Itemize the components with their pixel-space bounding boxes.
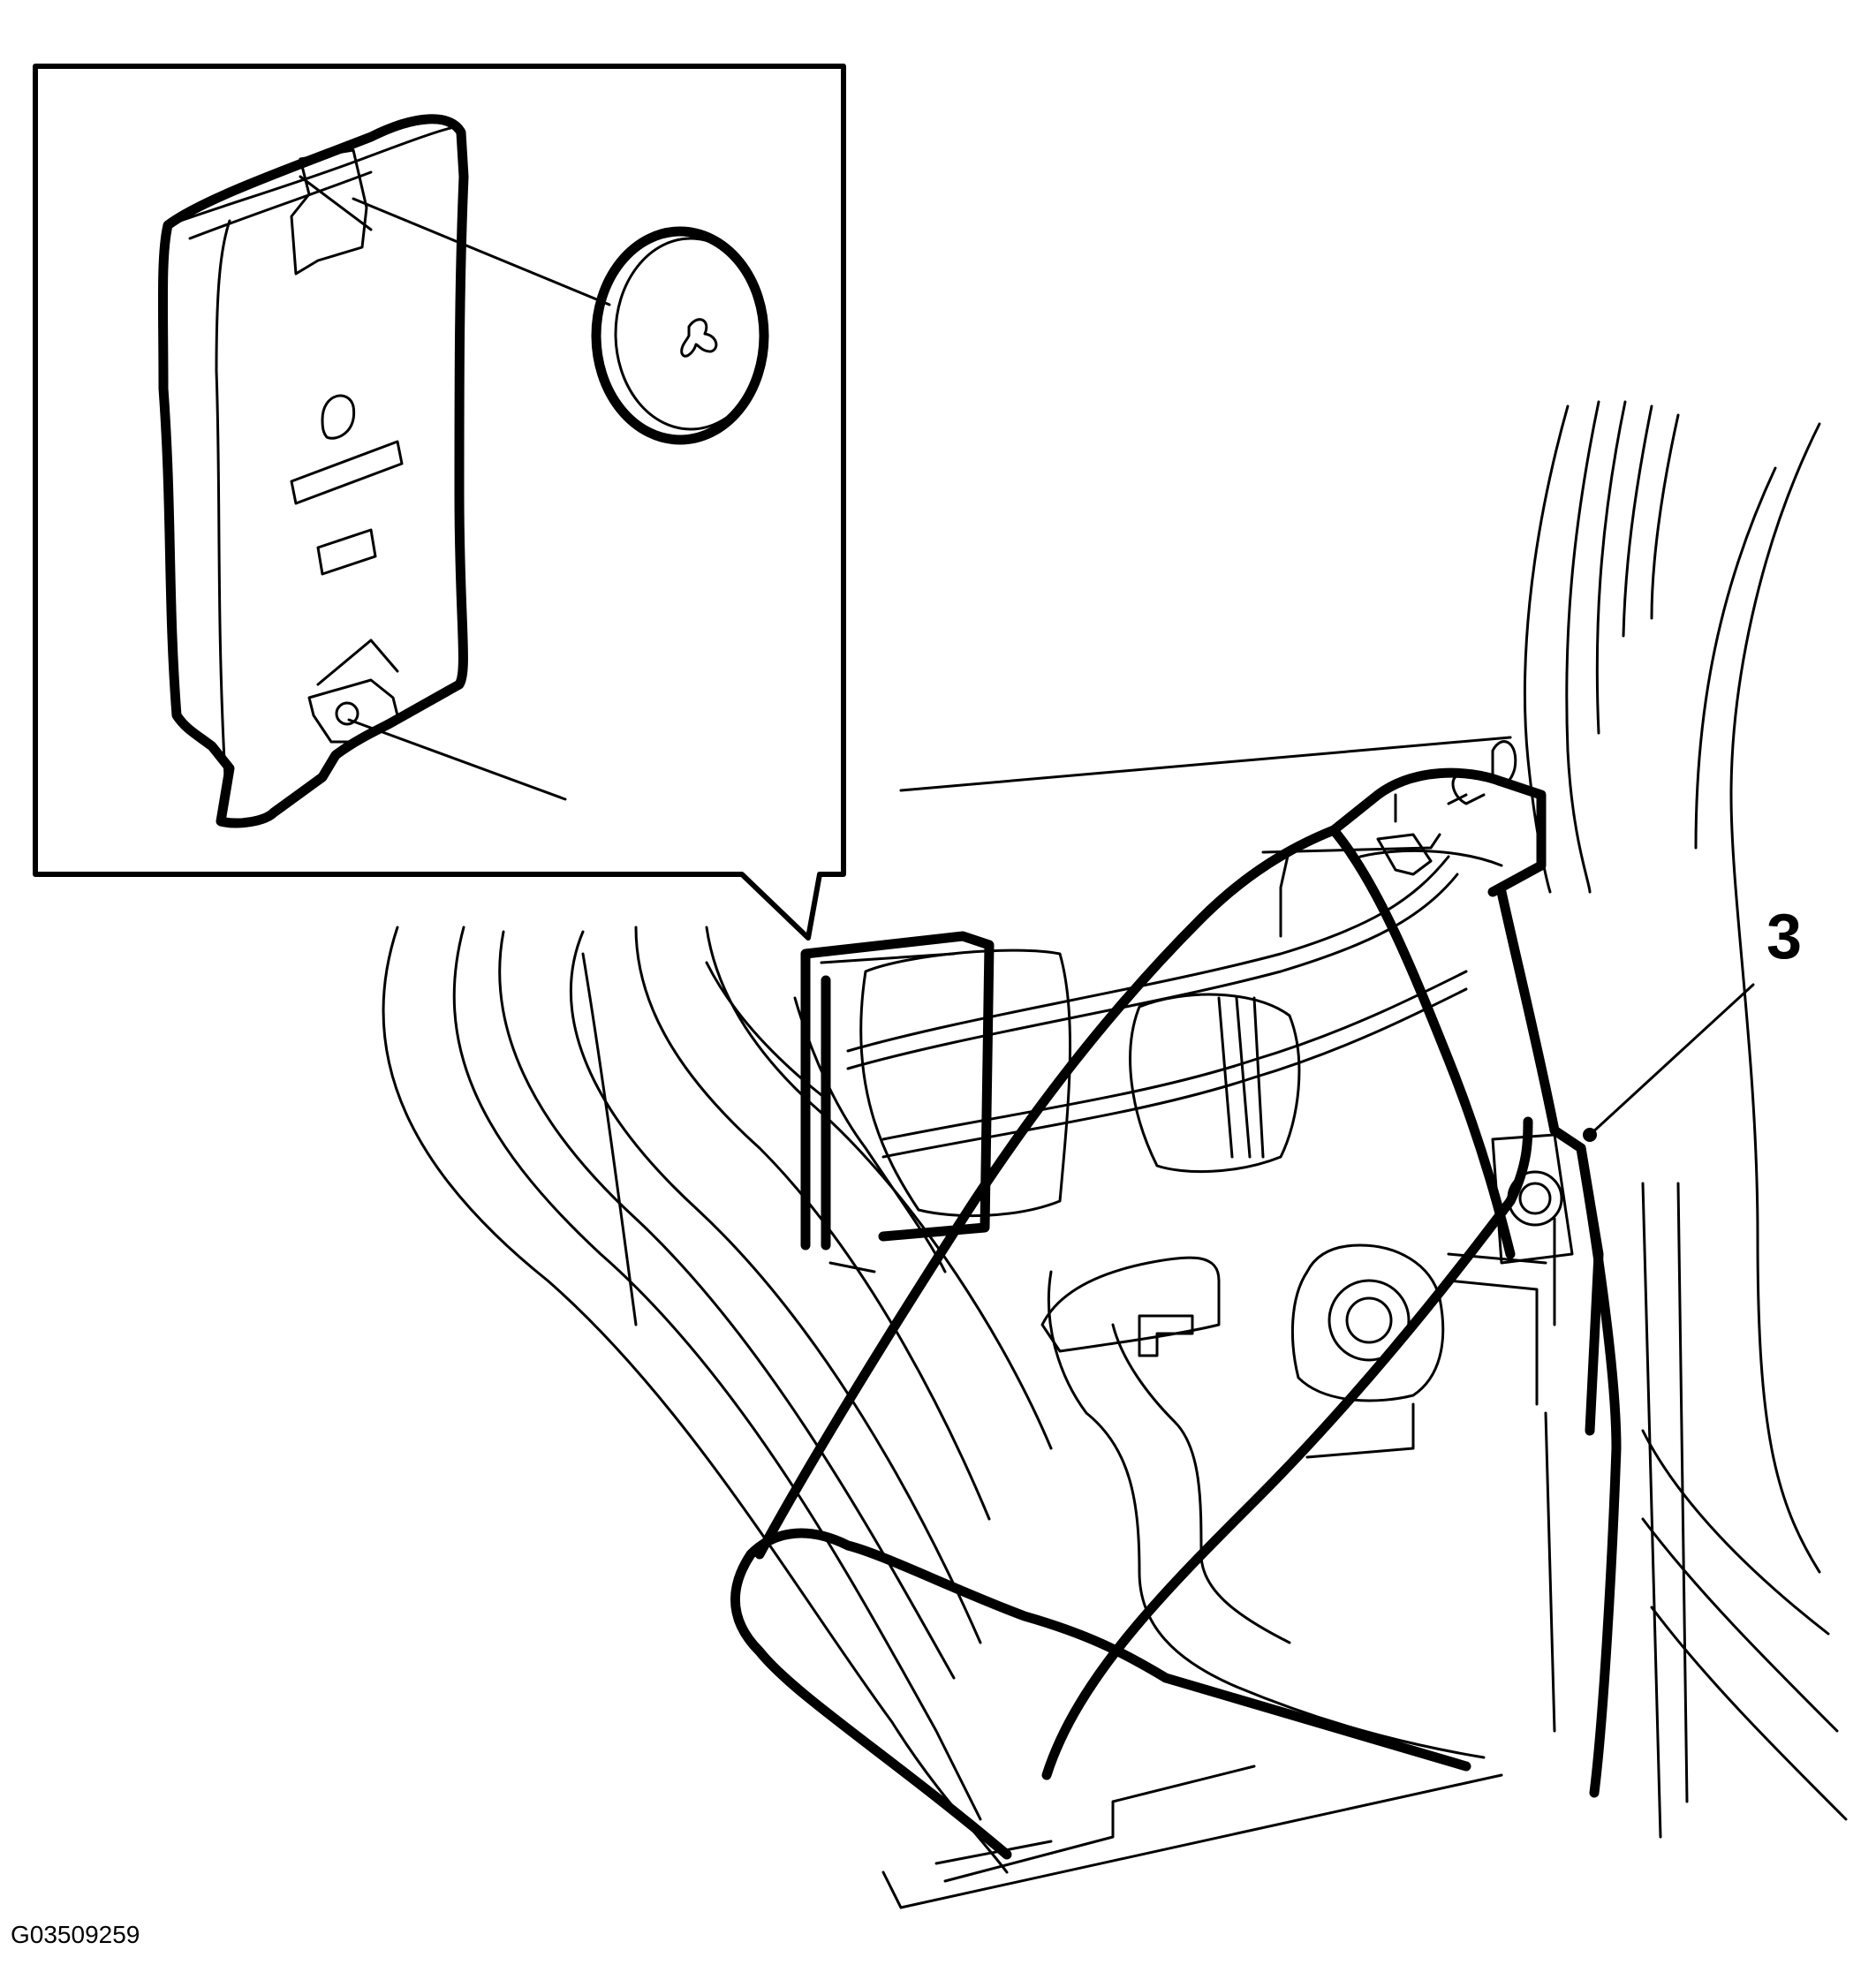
- door-assembly: [382, 400, 1848, 1909]
- clip-top-slot: [290, 148, 373, 276]
- rod-route-1: [1261, 833, 1441, 854]
- fastener-center-key: [680, 318, 718, 358]
- door-right-edge-3: [1641, 1429, 1848, 1821]
- inner-panel-tab: [1138, 1314, 1194, 1357]
- pillar-line-2: [1565, 400, 1600, 894]
- clip-panel-face-edge: [215, 219, 231, 779]
- pillar-line-3: [1595, 400, 1627, 735]
- trim-panel-upper-edge: [754, 825, 1516, 1560]
- clip-location-slot: [820, 952, 956, 1273]
- fastener-inner-rim: [614, 237, 768, 431]
- hinge-plate: [1290, 1243, 1445, 1402]
- clip-slot-lower: [316, 528, 377, 576]
- pillar-line-4: [1622, 404, 1653, 638]
- hinge-arm: [1305, 1252, 1547, 1459]
- door-outer-curve-6: [705, 926, 1053, 1450]
- leader-line-top: [352, 197, 611, 306]
- door-bottom-edge: [881, 1773, 1503, 1909]
- pillar-line-1: [1523, 404, 1570, 894]
- door-outer-curve-5: [634, 926, 991, 1521]
- upper-bolt-inner: [1518, 1182, 1552, 1215]
- inner-panel-contour: [1047, 1270, 1486, 1759]
- trim-clip-location: [800, 931, 995, 1273]
- pillar-line-7: [1694, 466, 1777, 850]
- door-outer-curve-3: [498, 930, 956, 1680]
- lock-rod-upper-2: [846, 873, 1459, 1070]
- figure-id: G03509259: [11, 1921, 140, 1948]
- door-right-edge-1: [1641, 1182, 1689, 1839]
- window-frame-top: [899, 736, 1512, 792]
- fastener-rim: [591, 226, 769, 445]
- trim-panel-outline: [730, 1528, 1471, 1860]
- callout-3-leader: [1588, 983, 1755, 1137]
- glass-channel-3: [581, 952, 638, 1326]
- clip-panel-top-ridge: [166, 126, 452, 240]
- trim-panel-edge-strip: [1496, 887, 1604, 1436]
- lock-rod-lower: [881, 970, 1468, 1141]
- door-outer-curve-4: [570, 930, 982, 1644]
- clip-location-bracket: [800, 931, 995, 1251]
- pillar-line-5: [1650, 413, 1680, 620]
- latch-cover-slots: [1217, 996, 1265, 1159]
- door-trim-panel: [730, 767, 1622, 1860]
- lock-rod-lower-2: [881, 987, 1468, 1159]
- leader-line-bottom: [347, 718, 567, 801]
- lock-rod-upper: [846, 855, 1450, 1053]
- clip-hole-oval: [321, 394, 356, 440]
- clip-panel-body: [157, 114, 469, 828]
- door-bottom-step: [943, 1765, 1256, 1883]
- detail-inset: [33, 64, 846, 941]
- inner-panel-contour-2: [1111, 1323, 1291, 1644]
- trim-panel-lower-edge: [1041, 1116, 1533, 1780]
- callout-3-dot: [1583, 1128, 1597, 1142]
- hinge-bolt-outer: [1328, 1279, 1411, 1362]
- door-outer-curve-2: [452, 926, 982, 1821]
- door-outer-curve-1: [382, 926, 1009, 1874]
- door-right-edge-2: [1544, 1217, 1556, 1733]
- clip-slot-upper: [290, 440, 404, 505]
- latch-body: [859, 948, 1072, 1218]
- clip-bottom-hole: [335, 701, 359, 726]
- hinge-bolt-inner: [1345, 1296, 1393, 1344]
- round-fastener: [591, 226, 769, 445]
- trim-panel-strip: [1576, 1143, 1622, 1798]
- callout-3: 3: [1583, 902, 1802, 1142]
- callout-3-number: 3: [1766, 902, 1802, 972]
- inner-panel-recess: [1040, 1256, 1221, 1353]
- trim-panel-inner-line: [1358, 849, 1503, 1132]
- trim-panel-top: [1328, 767, 1547, 897]
- latch-cover: [1129, 993, 1301, 1174]
- pillar-line-6: [1729, 422, 1821, 1574]
